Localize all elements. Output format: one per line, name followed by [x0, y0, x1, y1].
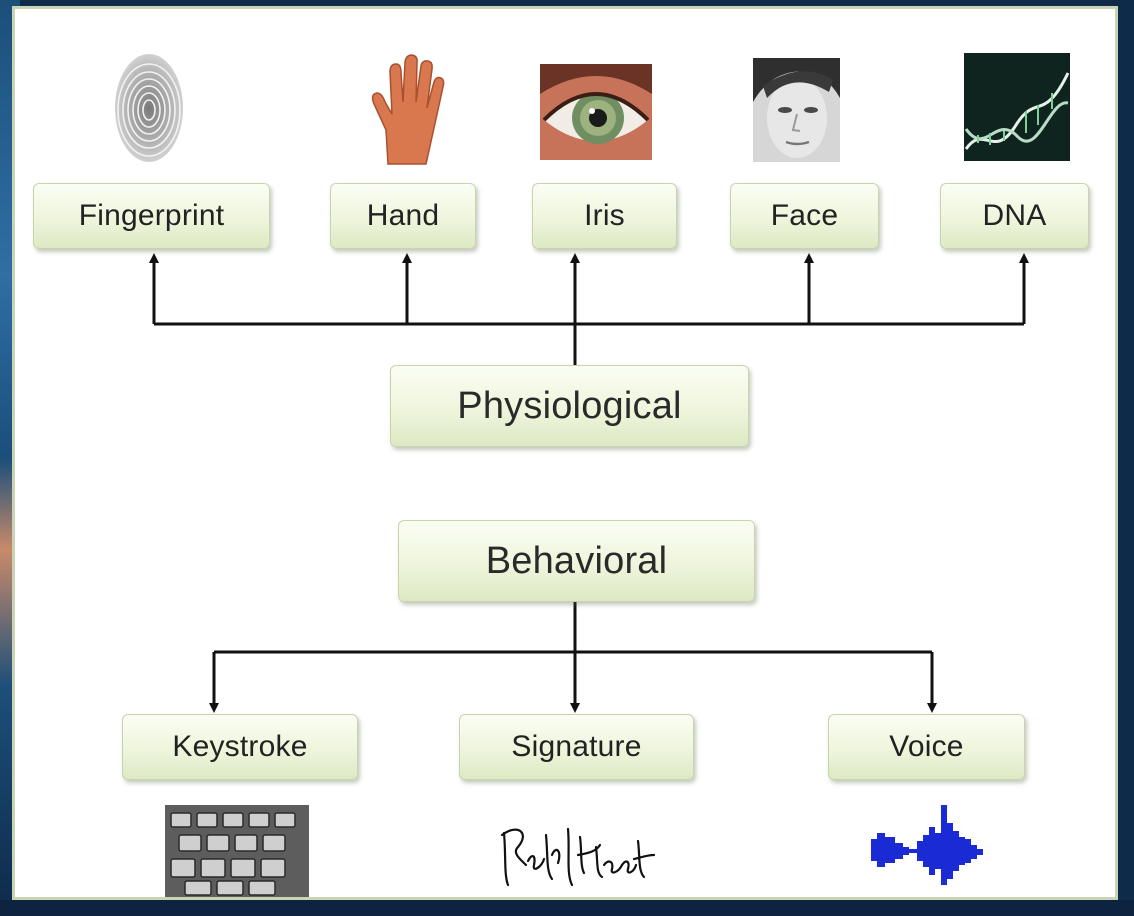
- iris-label: Iris: [584, 199, 625, 232]
- fingerprint-label: Fingerprint: [78, 199, 225, 232]
- iris-box: Iris: [532, 183, 677, 249]
- keystroke-box: Keystroke: [122, 714, 358, 780]
- keystroke-label: Keystroke: [172, 730, 308, 763]
- voice-box: Voice: [828, 714, 1025, 780]
- eye-icon: [540, 64, 652, 160]
- fingerprint-box: Fingerprint: [33, 183, 270, 249]
- physiological-box: Physiological: [390, 365, 749, 447]
- fingerprint-icon: [113, 52, 185, 164]
- hand-box: Hand: [330, 183, 476, 249]
- behavioral-box: Behavioral: [398, 520, 755, 602]
- voice-label: Voice: [889, 730, 964, 763]
- hand-icon: [366, 52, 446, 168]
- dna-icon: [964, 53, 1070, 161]
- waveform-icon: [871, 803, 985, 887]
- face-box: Face: [730, 183, 879, 249]
- dna-box: DNA: [940, 183, 1089, 249]
- face-label: Face: [770, 199, 839, 232]
- signature-box: Signature: [459, 714, 694, 780]
- signature-icon: [496, 815, 660, 895]
- signature-label: Signature: [511, 730, 642, 763]
- background-bottom: [0, 900, 1134, 916]
- physiological-label: Physiological: [457, 384, 682, 427]
- behavioral-label: Behavioral: [485, 539, 668, 582]
- face-icon: [753, 58, 840, 162]
- hand-label: Hand: [366, 199, 440, 232]
- keyboard-icon: [165, 805, 309, 897]
- dna-label: DNA: [982, 199, 1047, 232]
